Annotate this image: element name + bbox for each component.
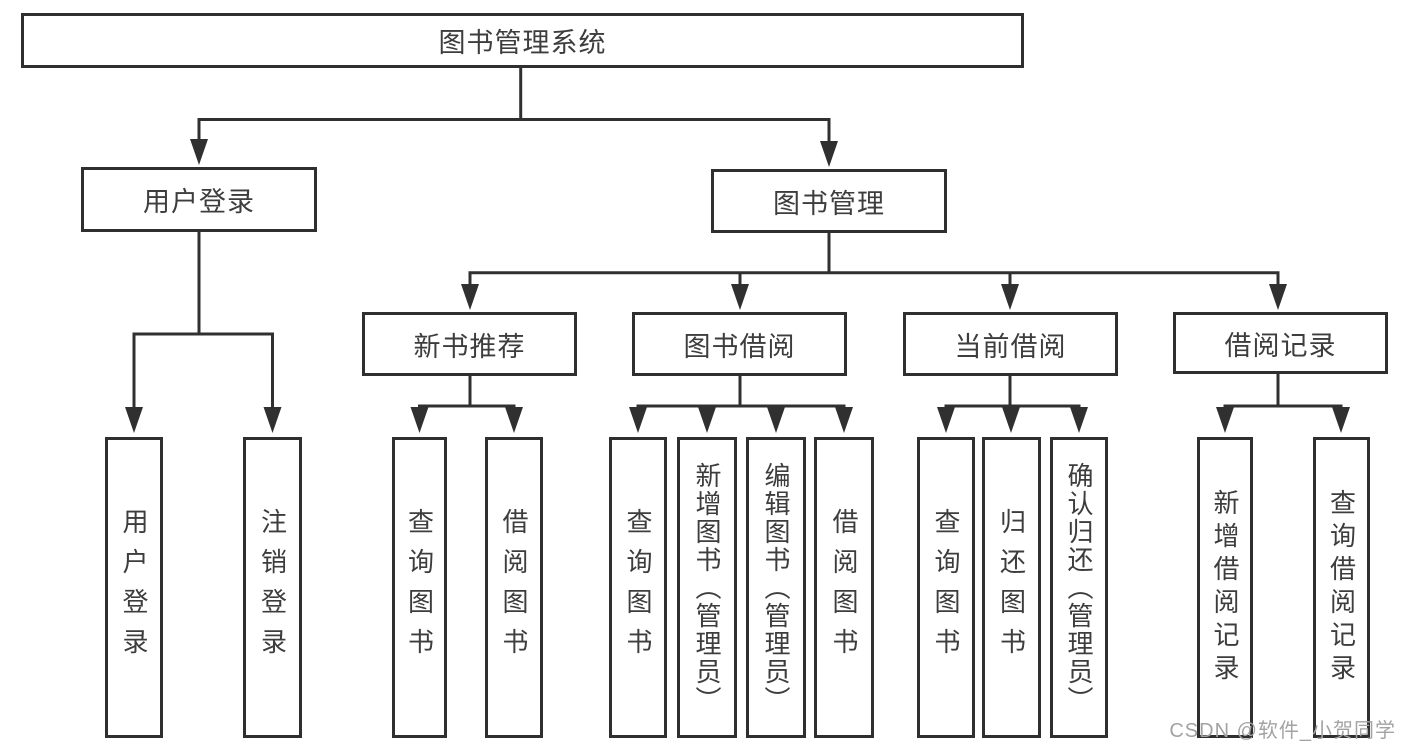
node-leaf-br-query-record: 查询借阅记录: [1313, 437, 1370, 738]
node-leaf-nbr-query-books: 查询图书: [392, 437, 447, 738]
node-root: 图书管理系统: [21, 13, 1024, 68]
node-leaf-user-login: 用户登录: [105, 437, 163, 738]
node-leaf-bb-borrow-books: 借阅图书: [814, 437, 874, 738]
arrowheads: [125, 139, 1350, 433]
node-leaf-cb-confirm-return-admin: 确认归还（管理员）: [1050, 437, 1108, 738]
node-leaf-logout: 注销登录: [243, 437, 302, 738]
node-leaf-bb-add-books-admin: 新增图书（管理员）: [677, 437, 737, 738]
node-current-borrow: 当前借阅: [903, 312, 1118, 376]
node-leaf-nbr-borrow-books: 借阅图书: [485, 437, 543, 738]
node-leaf-cb-query-books: 查询图书: [917, 437, 975, 738]
node-leaf-bb-edit-books-admin: 编辑图书（管理员）: [746, 437, 806, 738]
node-user-login: 用户登录: [81, 167, 317, 232]
csdn-watermark: CSDN @软件_小贺同学: [1169, 720, 1396, 742]
node-book-borrow: 图书借阅: [632, 312, 847, 376]
node-book-management: 图书管理: [711, 169, 947, 233]
node-leaf-br-add-record: 新增借阅记录: [1197, 437, 1253, 738]
node-leaf-cb-return-books: 归还图书: [982, 437, 1041, 738]
node-new-book-recommend: 新书推荐: [362, 312, 577, 376]
node-leaf-bb-query-books: 查询图书: [609, 437, 667, 738]
node-borrow-records: 借阅记录: [1173, 312, 1388, 374]
